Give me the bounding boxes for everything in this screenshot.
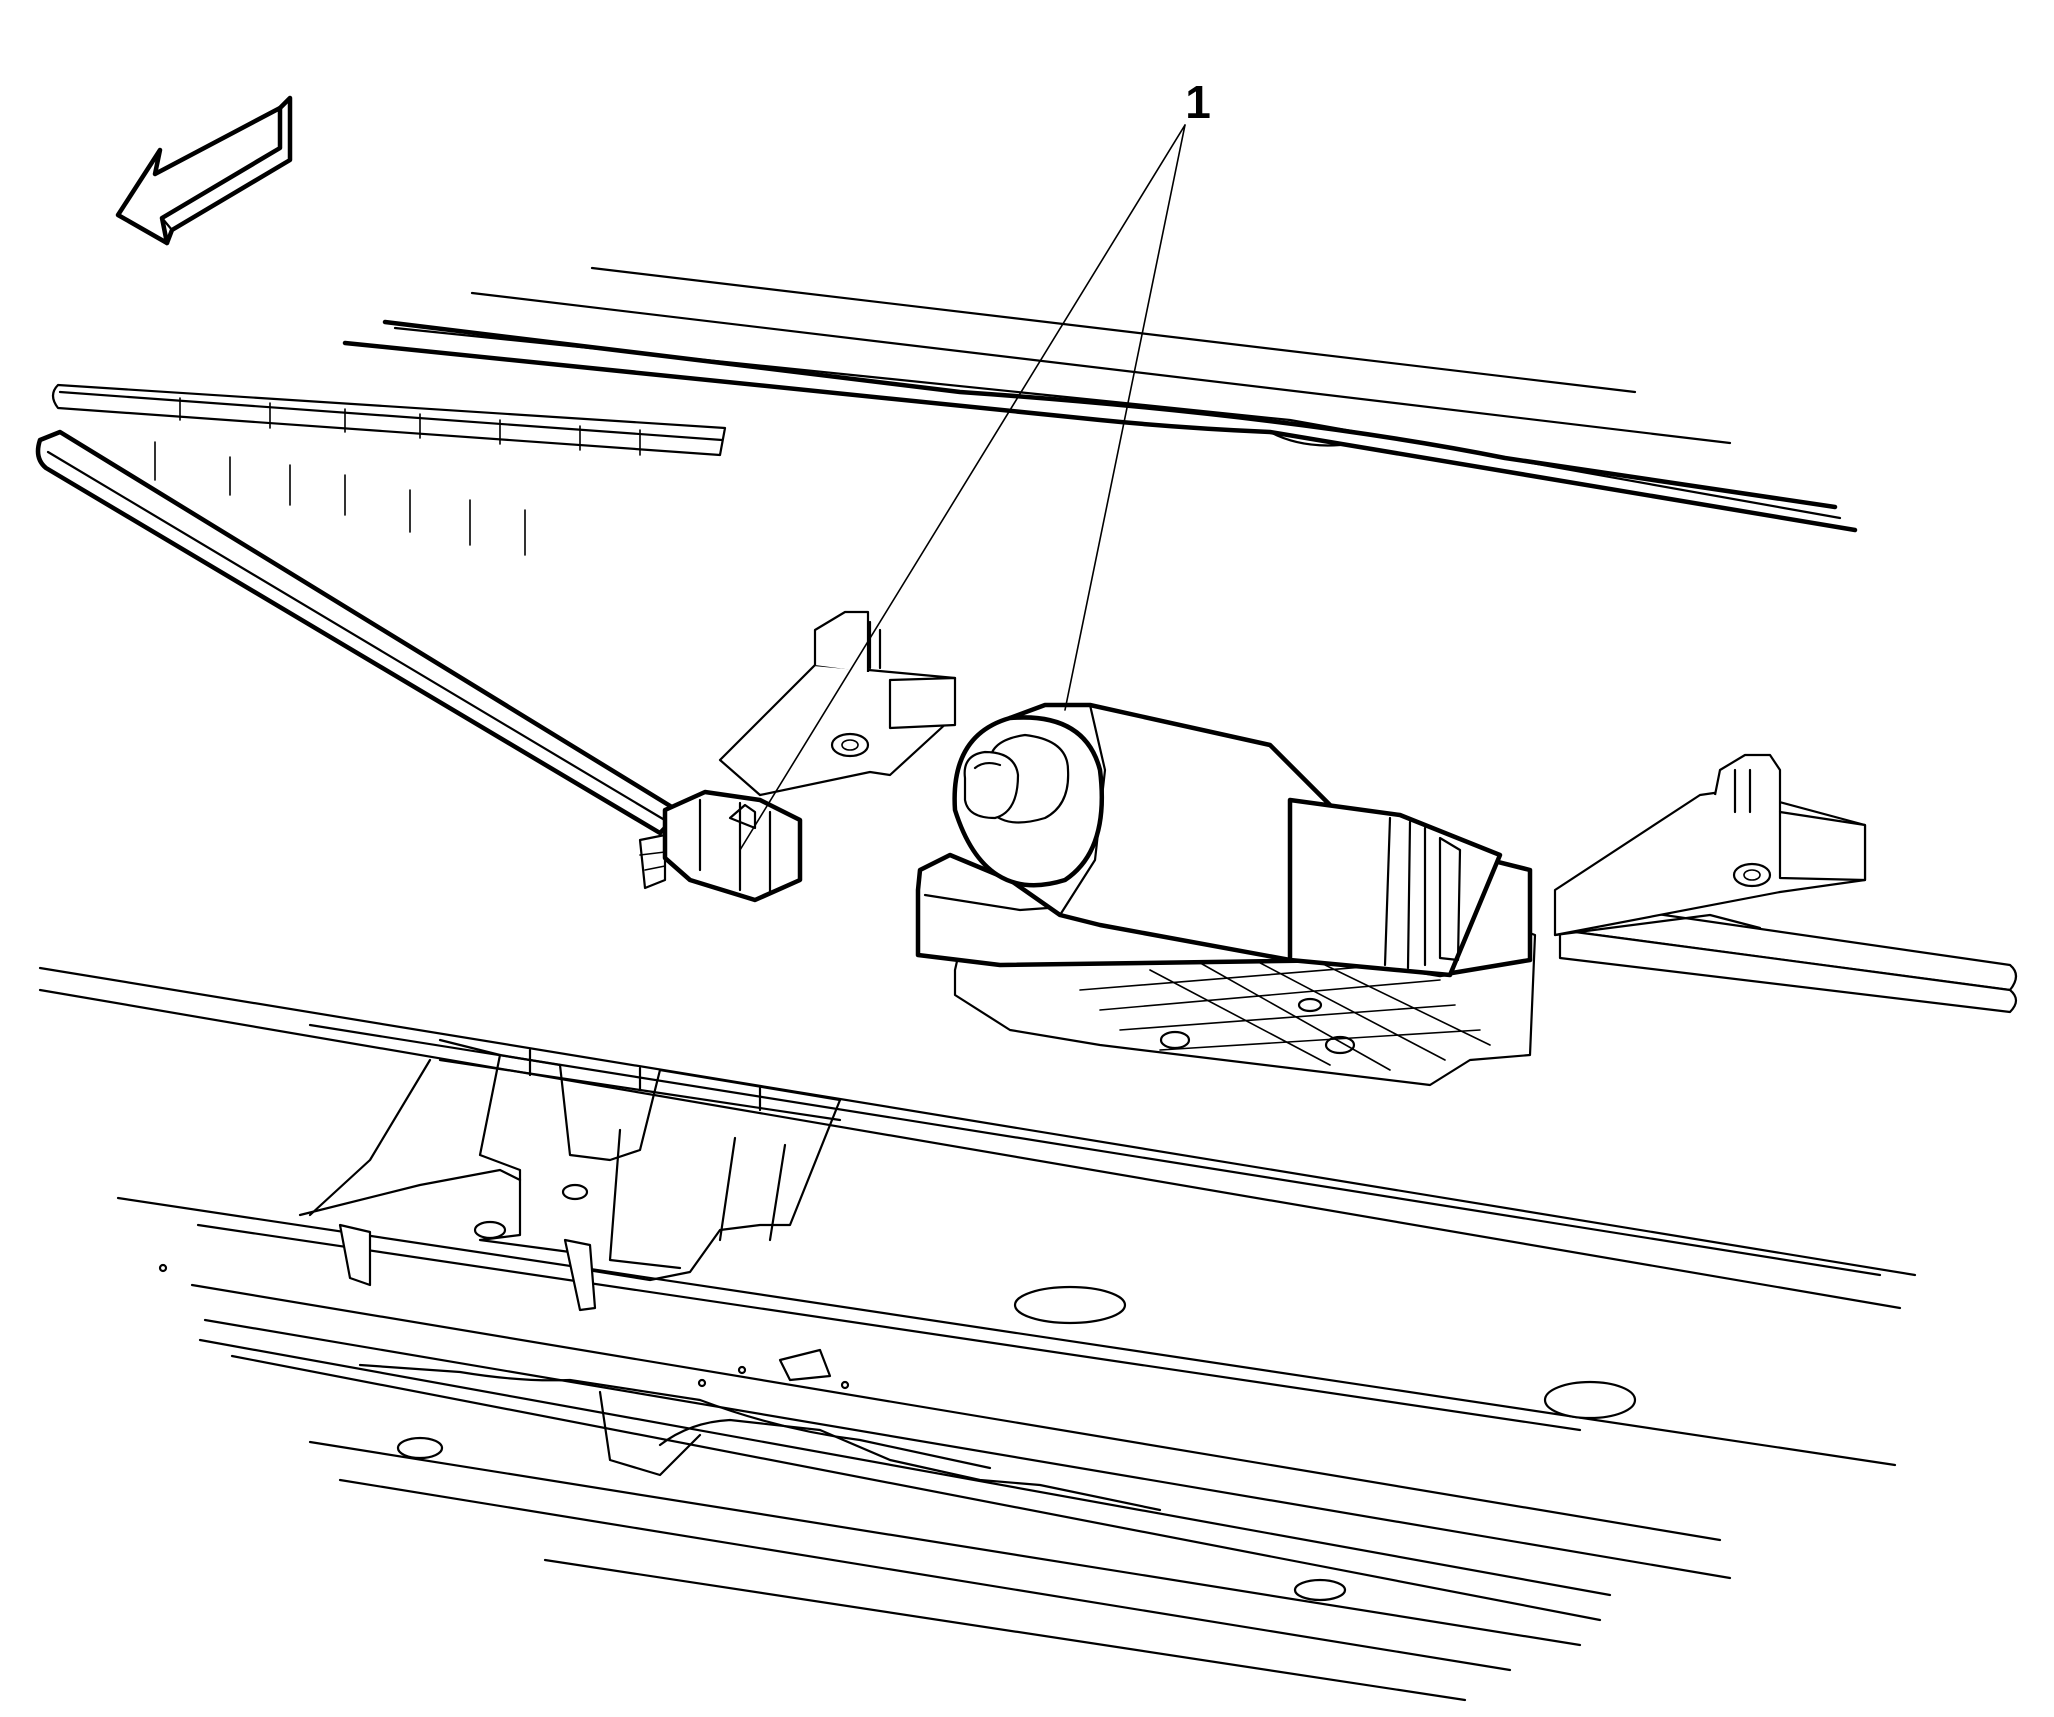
electrical-connector bbox=[638, 789, 803, 903]
callout-label-1: 1 bbox=[1185, 76, 1211, 128]
wiring-harness bbox=[35, 383, 2018, 1014]
upper-body-panel bbox=[342, 266, 1858, 533]
component-module bbox=[915, 702, 1537, 1087]
floor-pan bbox=[38, 966, 1917, 1702]
front-direction-arrow-icon bbox=[115, 95, 293, 246]
callout-leader-lines bbox=[739, 124, 1186, 851]
left-mounting-bracket bbox=[718, 610, 957, 797]
right-mounting-bracket bbox=[1553, 753, 1867, 937]
